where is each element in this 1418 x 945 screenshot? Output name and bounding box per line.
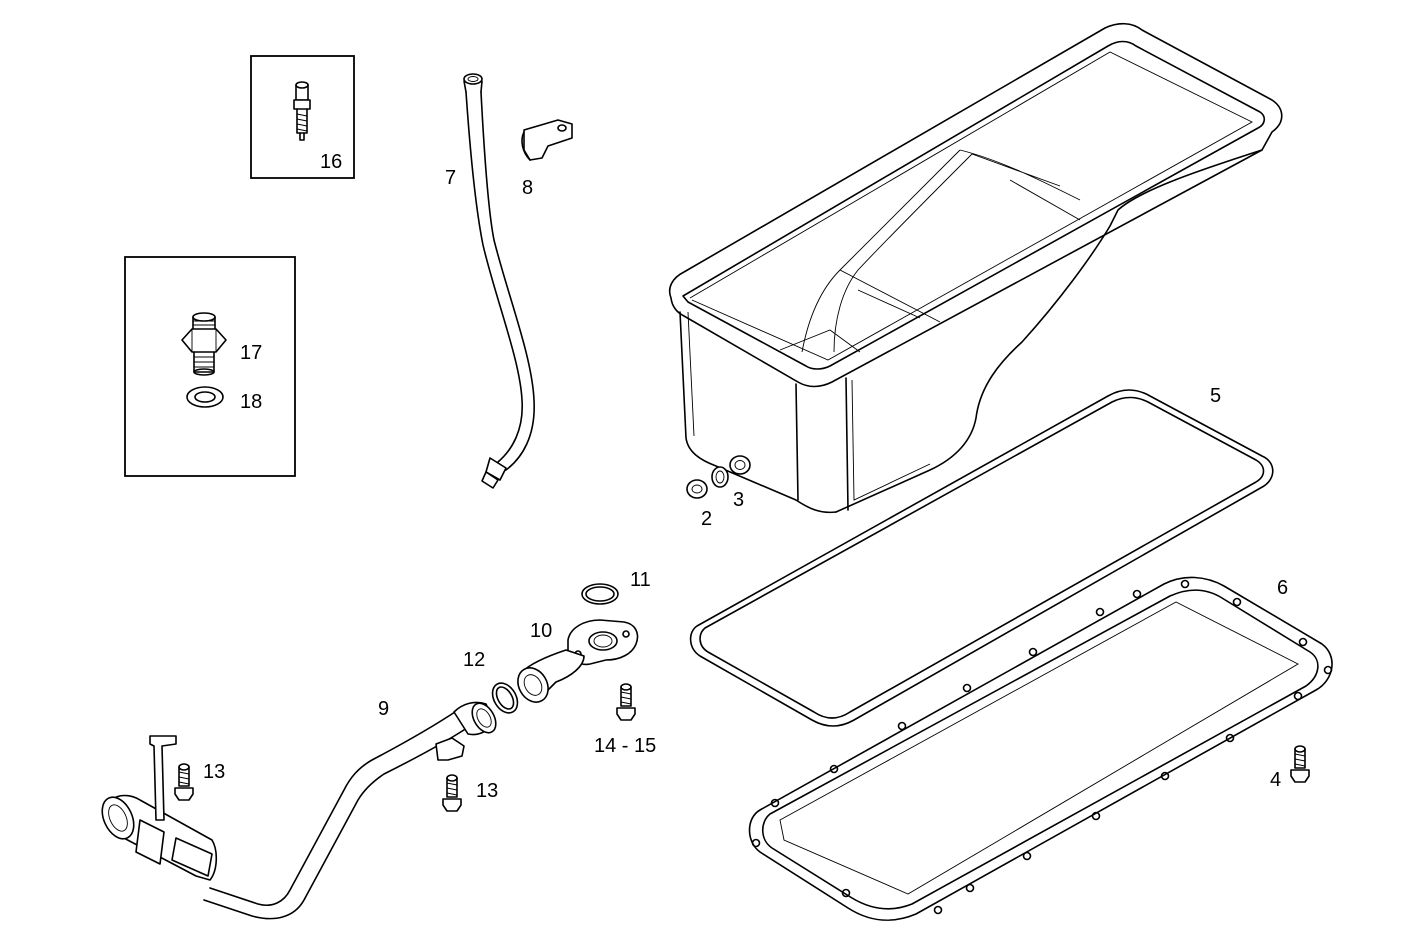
- part-17-plug-drawing: [181, 312, 227, 376]
- part-8-clip: 8: [521, 119, 573, 199]
- label-9: 9: [378, 698, 389, 720]
- part-1-oil-sump: [668, 22, 1283, 514]
- label-5: 5: [1210, 385, 1221, 407]
- label-4: 4: [1270, 769, 1281, 791]
- label-6: 6: [1277, 577, 1288, 599]
- part-12-seal-ring: 12: [463, 649, 519, 714]
- inset-box-part-16: 16: [250, 55, 355, 179]
- part-13-bolt-b: 13: [442, 774, 498, 812]
- label-13-b: 13: [476, 780, 498, 802]
- part-9-suction-pipe: 9: [101, 698, 497, 920]
- label-10: 10: [530, 620, 552, 642]
- label-16: 16: [320, 151, 342, 173]
- label-2: 2: [701, 508, 712, 530]
- label-7: 7: [445, 167, 456, 189]
- part-16-sensor-drawing: [293, 81, 311, 141]
- inset-box-parts-17-18: 17 18: [124, 256, 296, 477]
- part-14-15-bolt: 14 - 15: [594, 683, 656, 757]
- label-13-a: 13: [203, 761, 225, 783]
- part-5-sump-gasket: 5: [689, 385, 1274, 727]
- label-18: 18: [240, 391, 262, 413]
- label-3: 3: [733, 489, 744, 511]
- part-10-suction-flange: 10: [517, 619, 639, 703]
- part-3-sealing-washer: 3: [711, 466, 744, 511]
- part-7-dipstick-tube: 7: [445, 73, 535, 489]
- part-4-bolt: 4: [1270, 745, 1310, 791]
- part-18-washer-drawing: [186, 386, 224, 408]
- label-14-15: 14 - 15: [594, 735, 656, 757]
- part-2-drain-plug: 2: [686, 479, 712, 530]
- label-11: 11: [630, 569, 651, 591]
- frame-bolt-holes: [751, 579, 1333, 915]
- label-17: 17: [240, 342, 262, 364]
- part-13-bolt-a: 13: [174, 761, 225, 801]
- label-12: 12: [463, 649, 485, 671]
- part-6-reinforcement-frame: 6: [748, 576, 1333, 922]
- part-11-o-ring: 11: [581, 569, 651, 605]
- label-8: 8: [522, 177, 533, 199]
